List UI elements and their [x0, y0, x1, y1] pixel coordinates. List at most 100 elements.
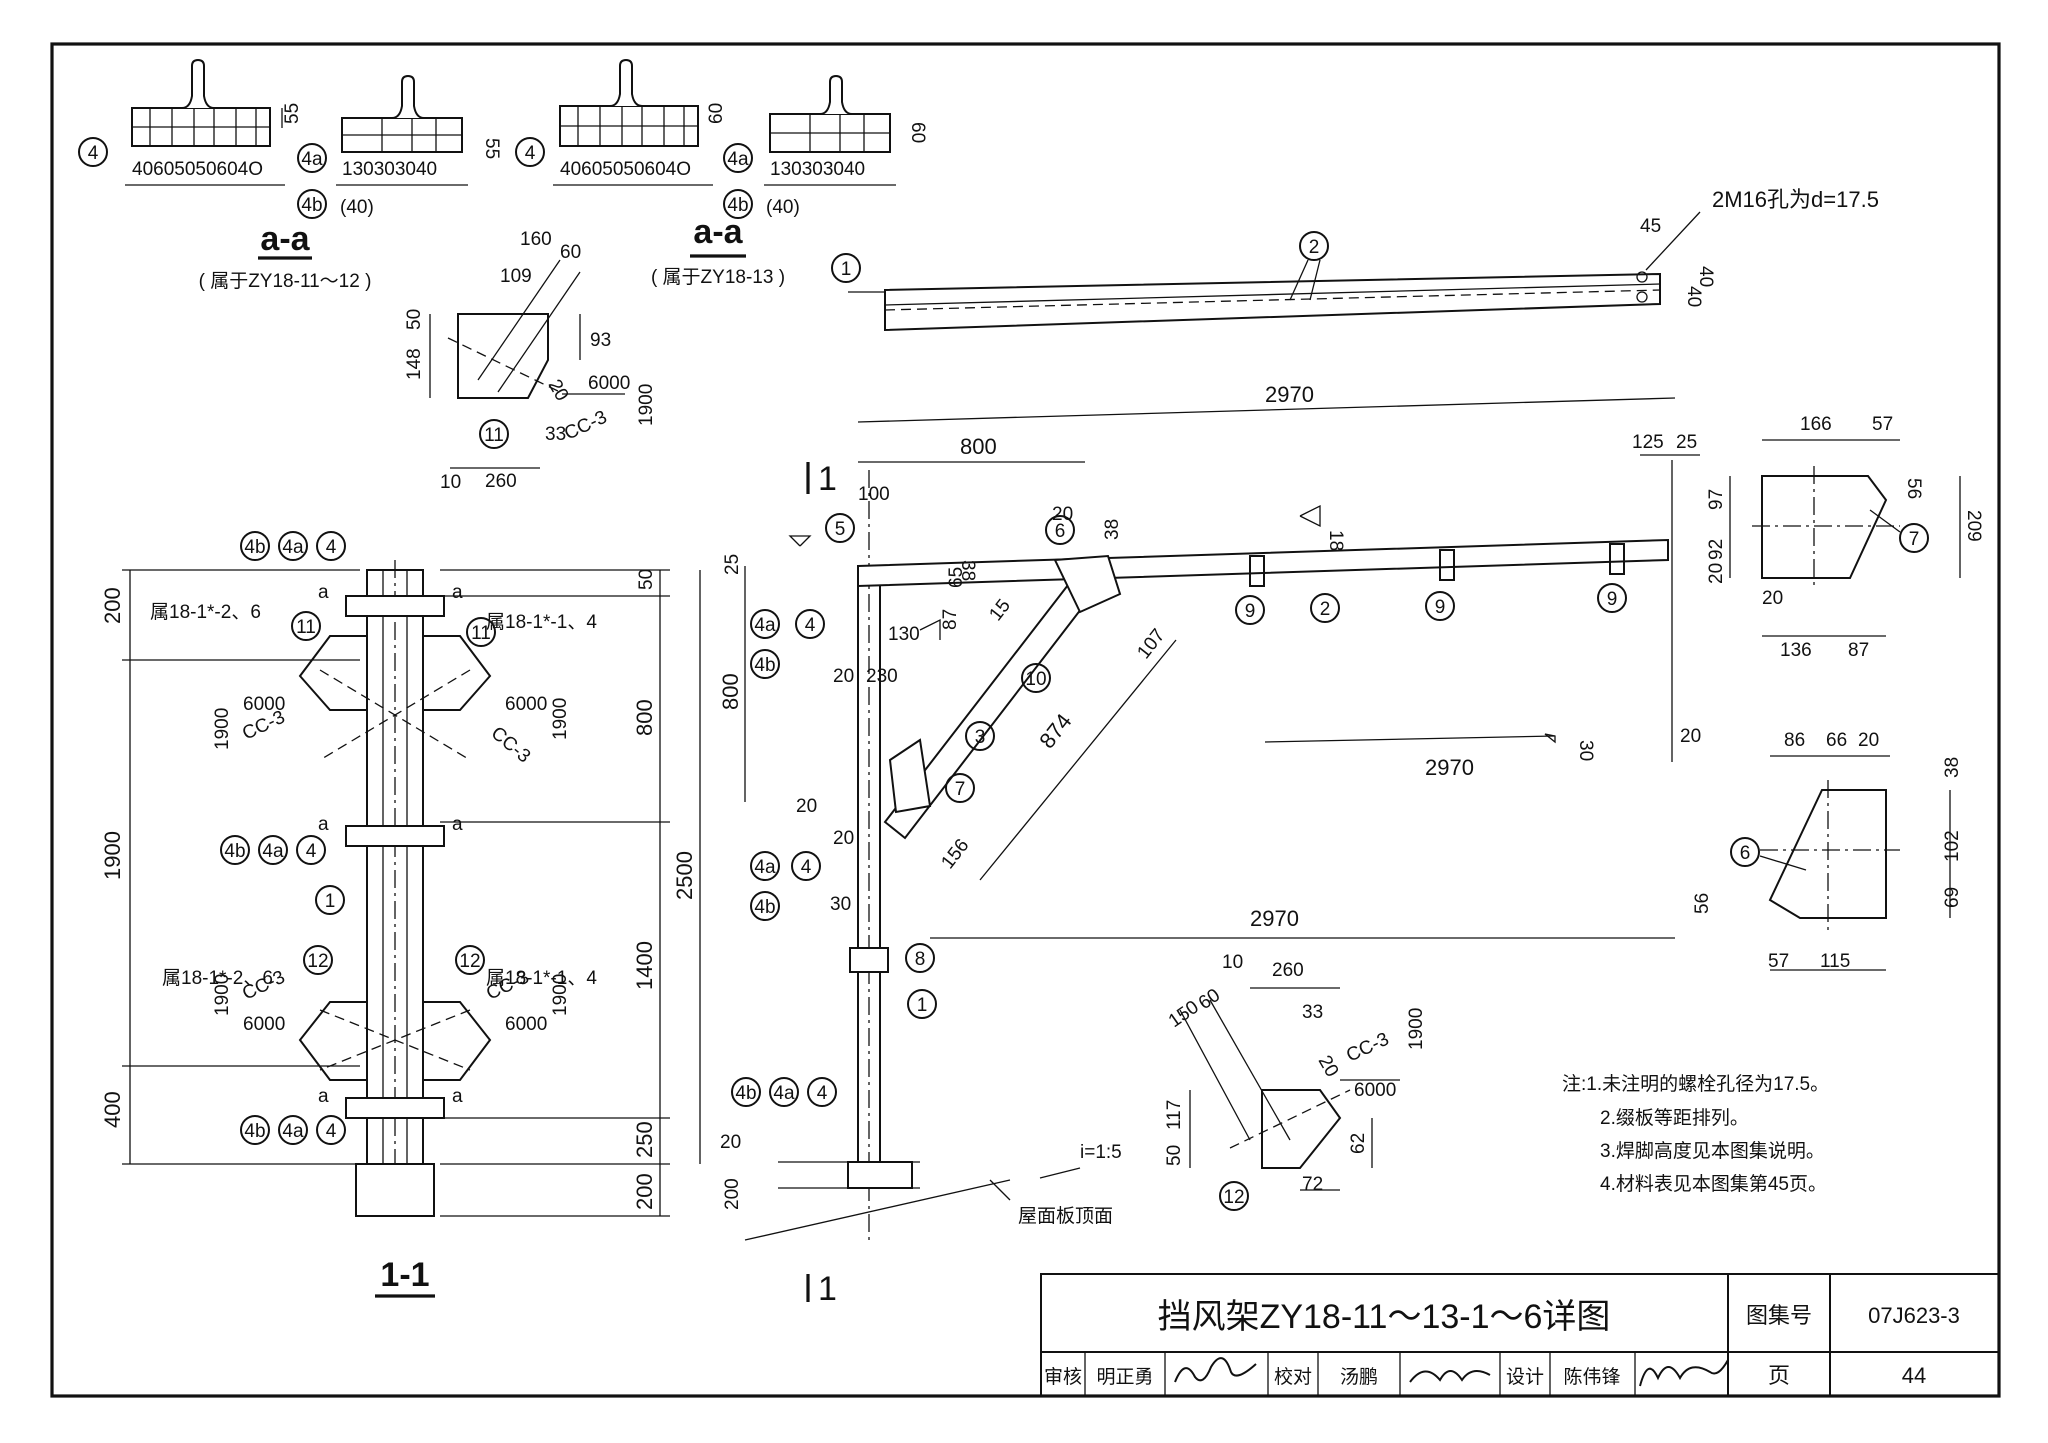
svg-text:102: 102	[1942, 830, 1963, 862]
s11-tag-4b-bottom	[240, 1115, 270, 1145]
svg-text:CC-3: CC-3	[1343, 1029, 1392, 1067]
aa2-section-subtitle: ( 属于ZY18-13 )	[651, 267, 785, 288]
svg-text:6000: 6000	[1354, 1080, 1396, 1101]
svg-text:6000: 6000	[243, 694, 285, 715]
top-beam-hole-note: 2M16孔为d=17.5	[1712, 187, 1879, 212]
svg-text:115: 115	[1820, 951, 1850, 972]
svg-text:6000: 6000	[505, 694, 547, 715]
svg-text:69: 69	[1942, 887, 1963, 908]
note-2: 2.缀板等距排列。	[1600, 1107, 1749, 1129]
aa1-section-subtitle: ( 属于ZY18-11～12 )	[199, 271, 372, 292]
svg-text:10: 10	[440, 472, 461, 493]
top-beam-tag-1	[831, 253, 861, 283]
svg-text:4b: 4b	[301, 195, 322, 216]
svg-text:72: 72	[1302, 1174, 1323, 1195]
svg-text:150: 150	[1165, 997, 1203, 1032]
svg-text:11: 11	[296, 617, 316, 638]
svg-text:4b: 4b	[754, 897, 775, 918]
aa1-tag-4a	[297, 143, 327, 173]
svg-text:20: 20	[544, 376, 573, 405]
aa1-bolt-spacing-dims: 40605050604O	[132, 159, 263, 180]
elev-tag-9a	[1235, 595, 1265, 625]
svg-text:1900: 1900	[636, 384, 657, 426]
svg-text:33: 33	[545, 424, 566, 445]
svg-text:209: 209	[1963, 510, 1984, 542]
svg-text:4b: 4b	[754, 655, 775, 676]
designer-name: 陈伟锋	[1563, 1366, 1620, 1388]
s11-tag-4-top	[316, 531, 346, 561]
elev-tag-4-base	[807, 1077, 837, 1107]
section-aa-zy18-13: 40605050604O 60 4 130303040 60 4a 4b (40…	[515, 58, 928, 288]
svg-text:7: 7	[1909, 529, 1920, 550]
plate11-tag	[479, 419, 509, 449]
page-label: 页	[1768, 1363, 1790, 1388]
svg-text:4b: 4b	[244, 537, 265, 558]
svg-text:136: 136	[1780, 640, 1812, 661]
note-4: 4.材料表见本图集第45页。	[1600, 1173, 1827, 1195]
svg-text:a: a	[318, 814, 329, 835]
svg-text:125: 125	[1632, 432, 1664, 453]
svg-text:1900: 1900	[100, 831, 125, 880]
svg-text:30: 30	[830, 894, 851, 915]
svg-text:4a: 4a	[301, 149, 323, 170]
svg-text:a: a	[452, 1086, 463, 1107]
svg-text:66: 66	[1826, 730, 1847, 751]
svg-text:57: 57	[1872, 414, 1893, 435]
checker-signature	[1409, 1370, 1491, 1383]
s11-tag-11-right	[466, 617, 496, 647]
elev-tag-4b-lower	[750, 891, 780, 921]
elev-tag-3	[965, 721, 995, 751]
elev-tag-4a-lower	[750, 851, 780, 881]
elev-tag-9c	[1597, 583, 1627, 613]
section-1-1-label: 1-1	[380, 1256, 429, 1294]
aa1-height-55: 55	[282, 103, 303, 124]
elev-dim-800: 800	[960, 434, 997, 459]
plate6-tag	[1730, 837, 1760, 867]
s11-tag-4a-top	[278, 531, 308, 561]
atlas-number: 07J623-3	[1868, 1303, 1960, 1328]
svg-text:50: 50	[636, 569, 657, 590]
aa1-paren-40: (40)	[340, 197, 374, 218]
svg-text:i=1:5: i=1:5	[1080, 1142, 1122, 1163]
svg-text:800: 800	[632, 699, 657, 736]
aa2-section-label: a-a	[693, 213, 743, 251]
roof-top-label: 屋面板顶面	[1018, 1205, 1113, 1227]
plate-6-detail: 86 66 20 38 102 69 56 57 115 6	[1692, 730, 1963, 972]
svg-text:属18-1*-2、6: 属18-1*-2、6	[162, 968, 273, 989]
svg-text:4a: 4a	[754, 857, 776, 878]
svg-text:1400: 1400	[632, 941, 657, 990]
reviewer-name: 明正勇	[1096, 1366, 1153, 1388]
svg-text:117: 117	[1164, 1100, 1185, 1130]
section-aa-zy18-11-12: 40605050604O 55 4 130303040 55 4a 4b (40…	[78, 58, 502, 292]
svg-text:33: 33	[1302, 1002, 1323, 1023]
svg-text:4b: 4b	[244, 1121, 265, 1142]
svg-text:166: 166	[1800, 414, 1832, 435]
svg-text:6: 6	[1055, 521, 1066, 542]
s11-tag-4b-top	[240, 531, 270, 561]
svg-text:11: 11	[471, 623, 491, 644]
elev-tag-7	[945, 773, 975, 803]
top-beam-view: 1 2 2M16孔为d=17.5 45 40 40 2970	[831, 187, 1879, 423]
svg-text:12: 12	[1223, 1187, 1244, 1208]
svg-text:属18-1*-2、6: 属18-1*-2、6	[150, 602, 261, 623]
svg-text:20: 20	[796, 796, 817, 817]
svg-text:6000: 6000	[243, 1014, 285, 1035]
svg-text:4: 4	[306, 841, 317, 862]
s11-tag-4a-bottom	[278, 1115, 308, 1145]
svg-text:20: 20	[833, 666, 854, 687]
svg-text:4b: 4b	[735, 1083, 756, 1104]
svg-text:12: 12	[459, 951, 480, 972]
svg-text:1900: 1900	[212, 708, 233, 750]
atlas-label: 图集号	[1746, 1303, 1812, 1328]
note-1: 注:1.未注明的螺栓孔径为17.5。	[1562, 1073, 1829, 1095]
svg-text:20: 20	[1858, 730, 1879, 751]
elev-tag-9b	[1425, 591, 1455, 621]
aa2-tag-4	[515, 137, 545, 167]
elev-tag-10	[1021, 663, 1051, 693]
aa2-tag-4b	[723, 189, 753, 219]
svg-text:160: 160	[520, 229, 552, 250]
svg-text:56: 56	[1903, 478, 1924, 499]
svg-text:10: 10	[1222, 952, 1243, 973]
svg-text:CC-3: CC-3	[561, 407, 610, 445]
